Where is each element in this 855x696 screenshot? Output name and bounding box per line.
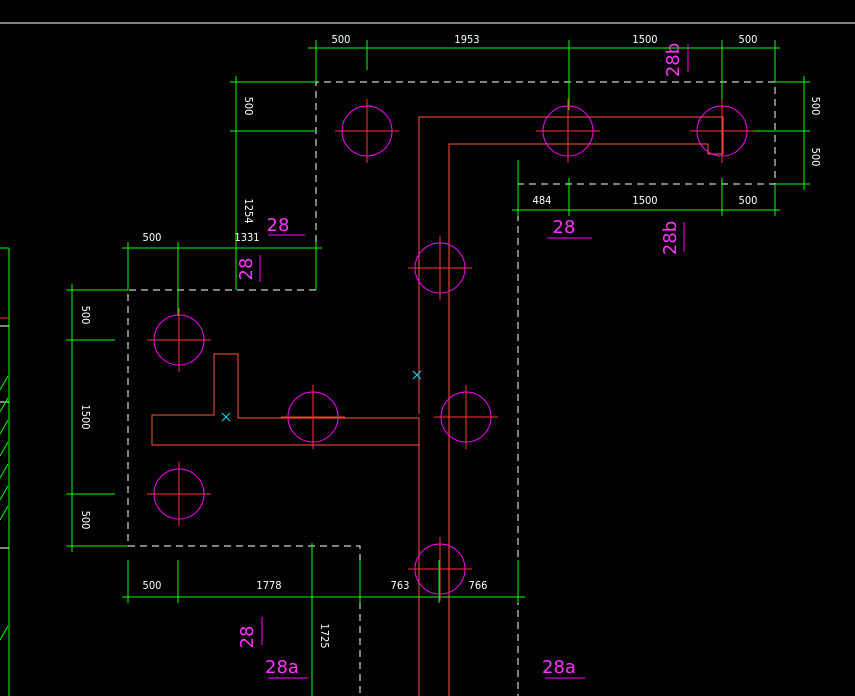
foundation-outline	[127, 81, 776, 696]
dim-top-1: 500	[332, 33, 351, 46]
section-mark-center: 28	[553, 217, 576, 238]
section-mark-upper-left-horizontal: 28	[267, 215, 290, 236]
pile-bottom	[408, 537, 472, 601]
section-mark-bottom-right: 28a	[542, 657, 576, 678]
dim-bottom-3: 763	[391, 579, 410, 592]
dim-top-left-vertical-2: 1254	[242, 198, 255, 223]
dim-right-vertical-2: 500	[809, 148, 822, 167]
dim-top-left-vertical-1: 500	[242, 97, 255, 116]
dimension-lines	[66, 40, 810, 696]
dim-left-step-1: 500	[143, 231, 162, 244]
section-mark-top-right: 28b	[663, 43, 684, 77]
dim-left-vertical-2: 1500	[79, 404, 92, 429]
pile-center-upper	[408, 236, 472, 300]
section-mark-bottom-left-vertical: 28	[237, 626, 258, 649]
dim-inner-right-2: 1500	[632, 194, 657, 207]
section-mark-right: 28b	[660, 221, 681, 255]
pile-left-lower	[147, 462, 211, 526]
dim-top-2: 1953	[454, 33, 479, 46]
dim-bottom-vertical: 1725	[318, 623, 331, 648]
wall-outline	[151, 116, 724, 696]
left-edge-partial-drawing	[0, 247, 10, 696]
dim-bottom-4: 766	[469, 579, 488, 592]
section-mark-upper-left-vertical: 28	[236, 258, 257, 281]
dim-left-vertical-1: 500	[79, 306, 92, 325]
section-mark-lines	[259, 44, 689, 679]
dim-inner-right-3: 500	[739, 194, 758, 207]
dim-bottom-1: 500	[143, 579, 162, 592]
pile-right-middle	[434, 385, 498, 449]
section-mark-texts: 28b 28b 28 28 28 28 28a 28a	[236, 43, 684, 678]
dim-bottom-2: 1778	[256, 579, 281, 592]
pile-top-3	[690, 99, 754, 163]
snap-markers	[221, 370, 422, 422]
pile-left-upper	[147, 308, 211, 372]
pile-markers	[147, 99, 754, 601]
dim-right-vertical-1: 500	[809, 97, 822, 116]
dim-inner-right-1: 484	[533, 194, 552, 207]
dim-left-step-2: 1331	[234, 231, 259, 244]
dim-top-4: 500	[739, 33, 758, 46]
section-mark-bottom-left: 28a	[265, 657, 299, 678]
dim-top-3: 1500	[632, 33, 657, 46]
pile-top-1	[335, 99, 399, 163]
dimension-texts: 500 1953 1500 500 500 1254 500 1331 484 …	[79, 33, 822, 649]
dim-left-vertical-3: 500	[79, 511, 92, 530]
pile-middle	[281, 385, 345, 449]
pile-top-2	[536, 99, 600, 163]
